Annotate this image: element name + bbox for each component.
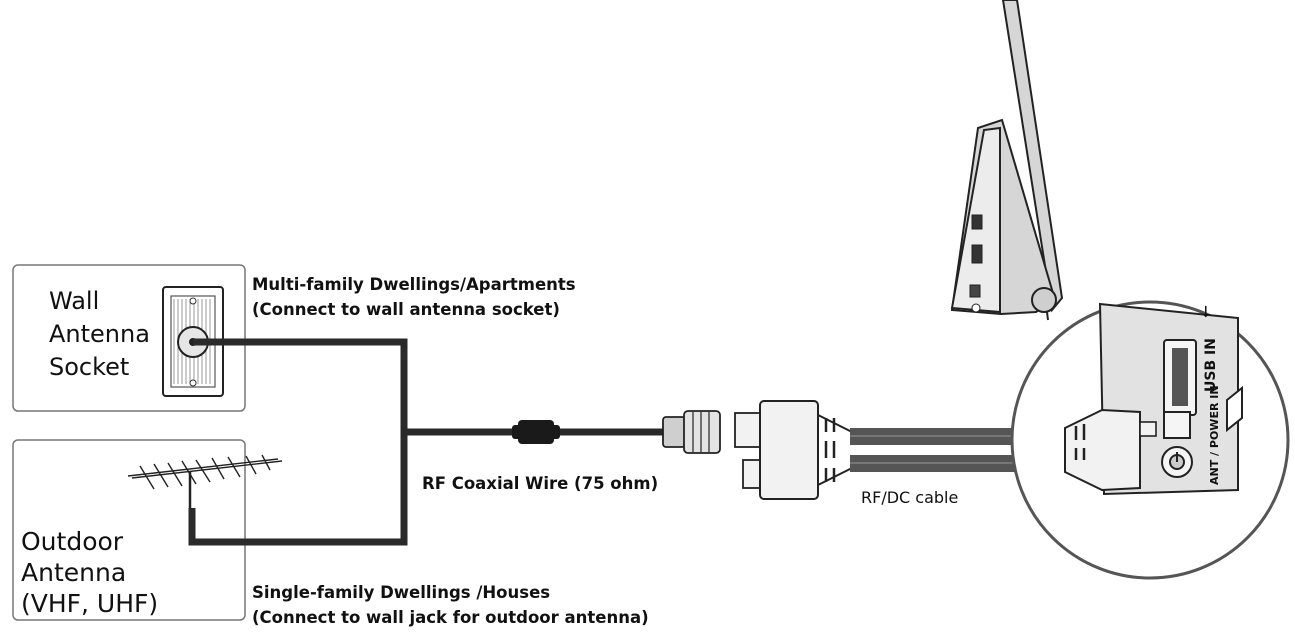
ant-power-in-port-label: ANT / POWER IN (1208, 385, 1221, 485)
apartments-caption-note: (Connect to wall antenna socket) (252, 300, 560, 319)
cable-ferrite-bead (512, 420, 560, 444)
f-connector-plug (662, 410, 721, 454)
rfdc-cable-left-connector (734, 400, 853, 500)
wall-socket-label: Wall Antenna Socket (49, 285, 150, 384)
apartments-caption: Multi-family Dwellings/Apartments (Conne… (252, 272, 576, 322)
usb-in-port-label: USB IN (1203, 338, 1219, 392)
houses-caption-title: Single-family Dwellings /Houses (252, 583, 551, 602)
yagi-antenna-icon (127, 454, 283, 510)
wall-socket-label-line: Antenna (49, 320, 150, 348)
wall-socket-label-line: Socket (49, 353, 130, 381)
usb-symbol-icon: ⭠ (1195, 305, 1214, 318)
tv-port-zoom: USB IN ANT / POWER IN ⭠ (1010, 300, 1290, 580)
rfdc-cable-label: RF/DC cable (861, 488, 959, 507)
tv-side-view (950, 0, 1064, 321)
outdoor-antenna-label-line: Antenna (21, 558, 127, 587)
coax-wire-label: RF Coaxial Wire (75 ohm) (422, 474, 659, 493)
outdoor-antenna-label-line: Outdoor (21, 527, 124, 556)
coax-cable (188, 338, 663, 546)
outdoor-antenna-label-line: (VHF, UHF) (21, 589, 159, 618)
wall-socket-label-line: Wall (49, 287, 100, 315)
houses-caption: Single-family Dwellings /Houses (Connect… (252, 580, 649, 630)
outdoor-antenna-box (12, 439, 246, 621)
houses-caption-note: (Connect to wall jack for outdoor antenn… (252, 608, 649, 627)
outdoor-antenna-label: Outdoor Antenna (VHF, UHF) (21, 526, 158, 619)
apartments-caption-title: Multi-family Dwellings/Apartments (252, 275, 576, 294)
